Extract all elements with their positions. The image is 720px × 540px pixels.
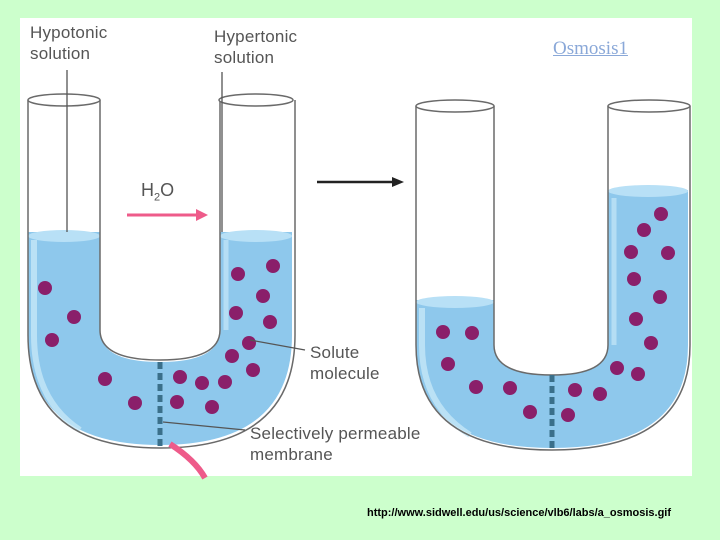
left-tube-solutes xyxy=(38,259,280,414)
membrane-label: Selectively permeable membrane xyxy=(250,423,421,465)
water-label-sub: 2 xyxy=(154,191,161,204)
water-flow-arrow xyxy=(127,209,208,221)
water-label-h: H xyxy=(141,180,154,200)
hypotonic-label: Hypotonic solution xyxy=(30,22,107,64)
hypotonic-label-line2: solution xyxy=(30,44,91,63)
solute-label-line1: Solute xyxy=(310,343,360,362)
hypertonic-label-line2: solution xyxy=(214,48,275,67)
hypertonic-label: Hypertonic solution xyxy=(214,26,297,68)
hypertonic-label-line1: Hypertonic xyxy=(214,27,298,46)
solute-molecule-label: Solute molecule xyxy=(310,342,380,384)
slide-title-link[interactable]: Osmosis1 xyxy=(553,38,628,59)
source-url: http://www.sidwell.edu/us/science/vlb6/l… xyxy=(367,507,672,519)
solute-label-line2: molecule xyxy=(310,364,380,383)
solute-pointer xyxy=(249,339,306,351)
water-label-o: O xyxy=(160,180,175,200)
hypotonic-label-line1: Hypotonic xyxy=(30,23,108,42)
right-tube-glass xyxy=(415,106,691,451)
right-tube-water xyxy=(416,190,688,448)
left-tube-glass xyxy=(27,100,296,449)
left-u-tube xyxy=(27,93,296,449)
right-u-tube xyxy=(415,99,691,451)
membrane-pointer xyxy=(162,421,246,431)
water-label: H2O xyxy=(141,180,174,204)
process-arrow xyxy=(317,177,404,187)
membrane-label-line2: membrane xyxy=(250,445,333,464)
pink-curve xyxy=(168,441,208,480)
membrane-label-line1: Selectively permeable xyxy=(250,424,421,443)
right-tube-solutes xyxy=(436,207,675,422)
